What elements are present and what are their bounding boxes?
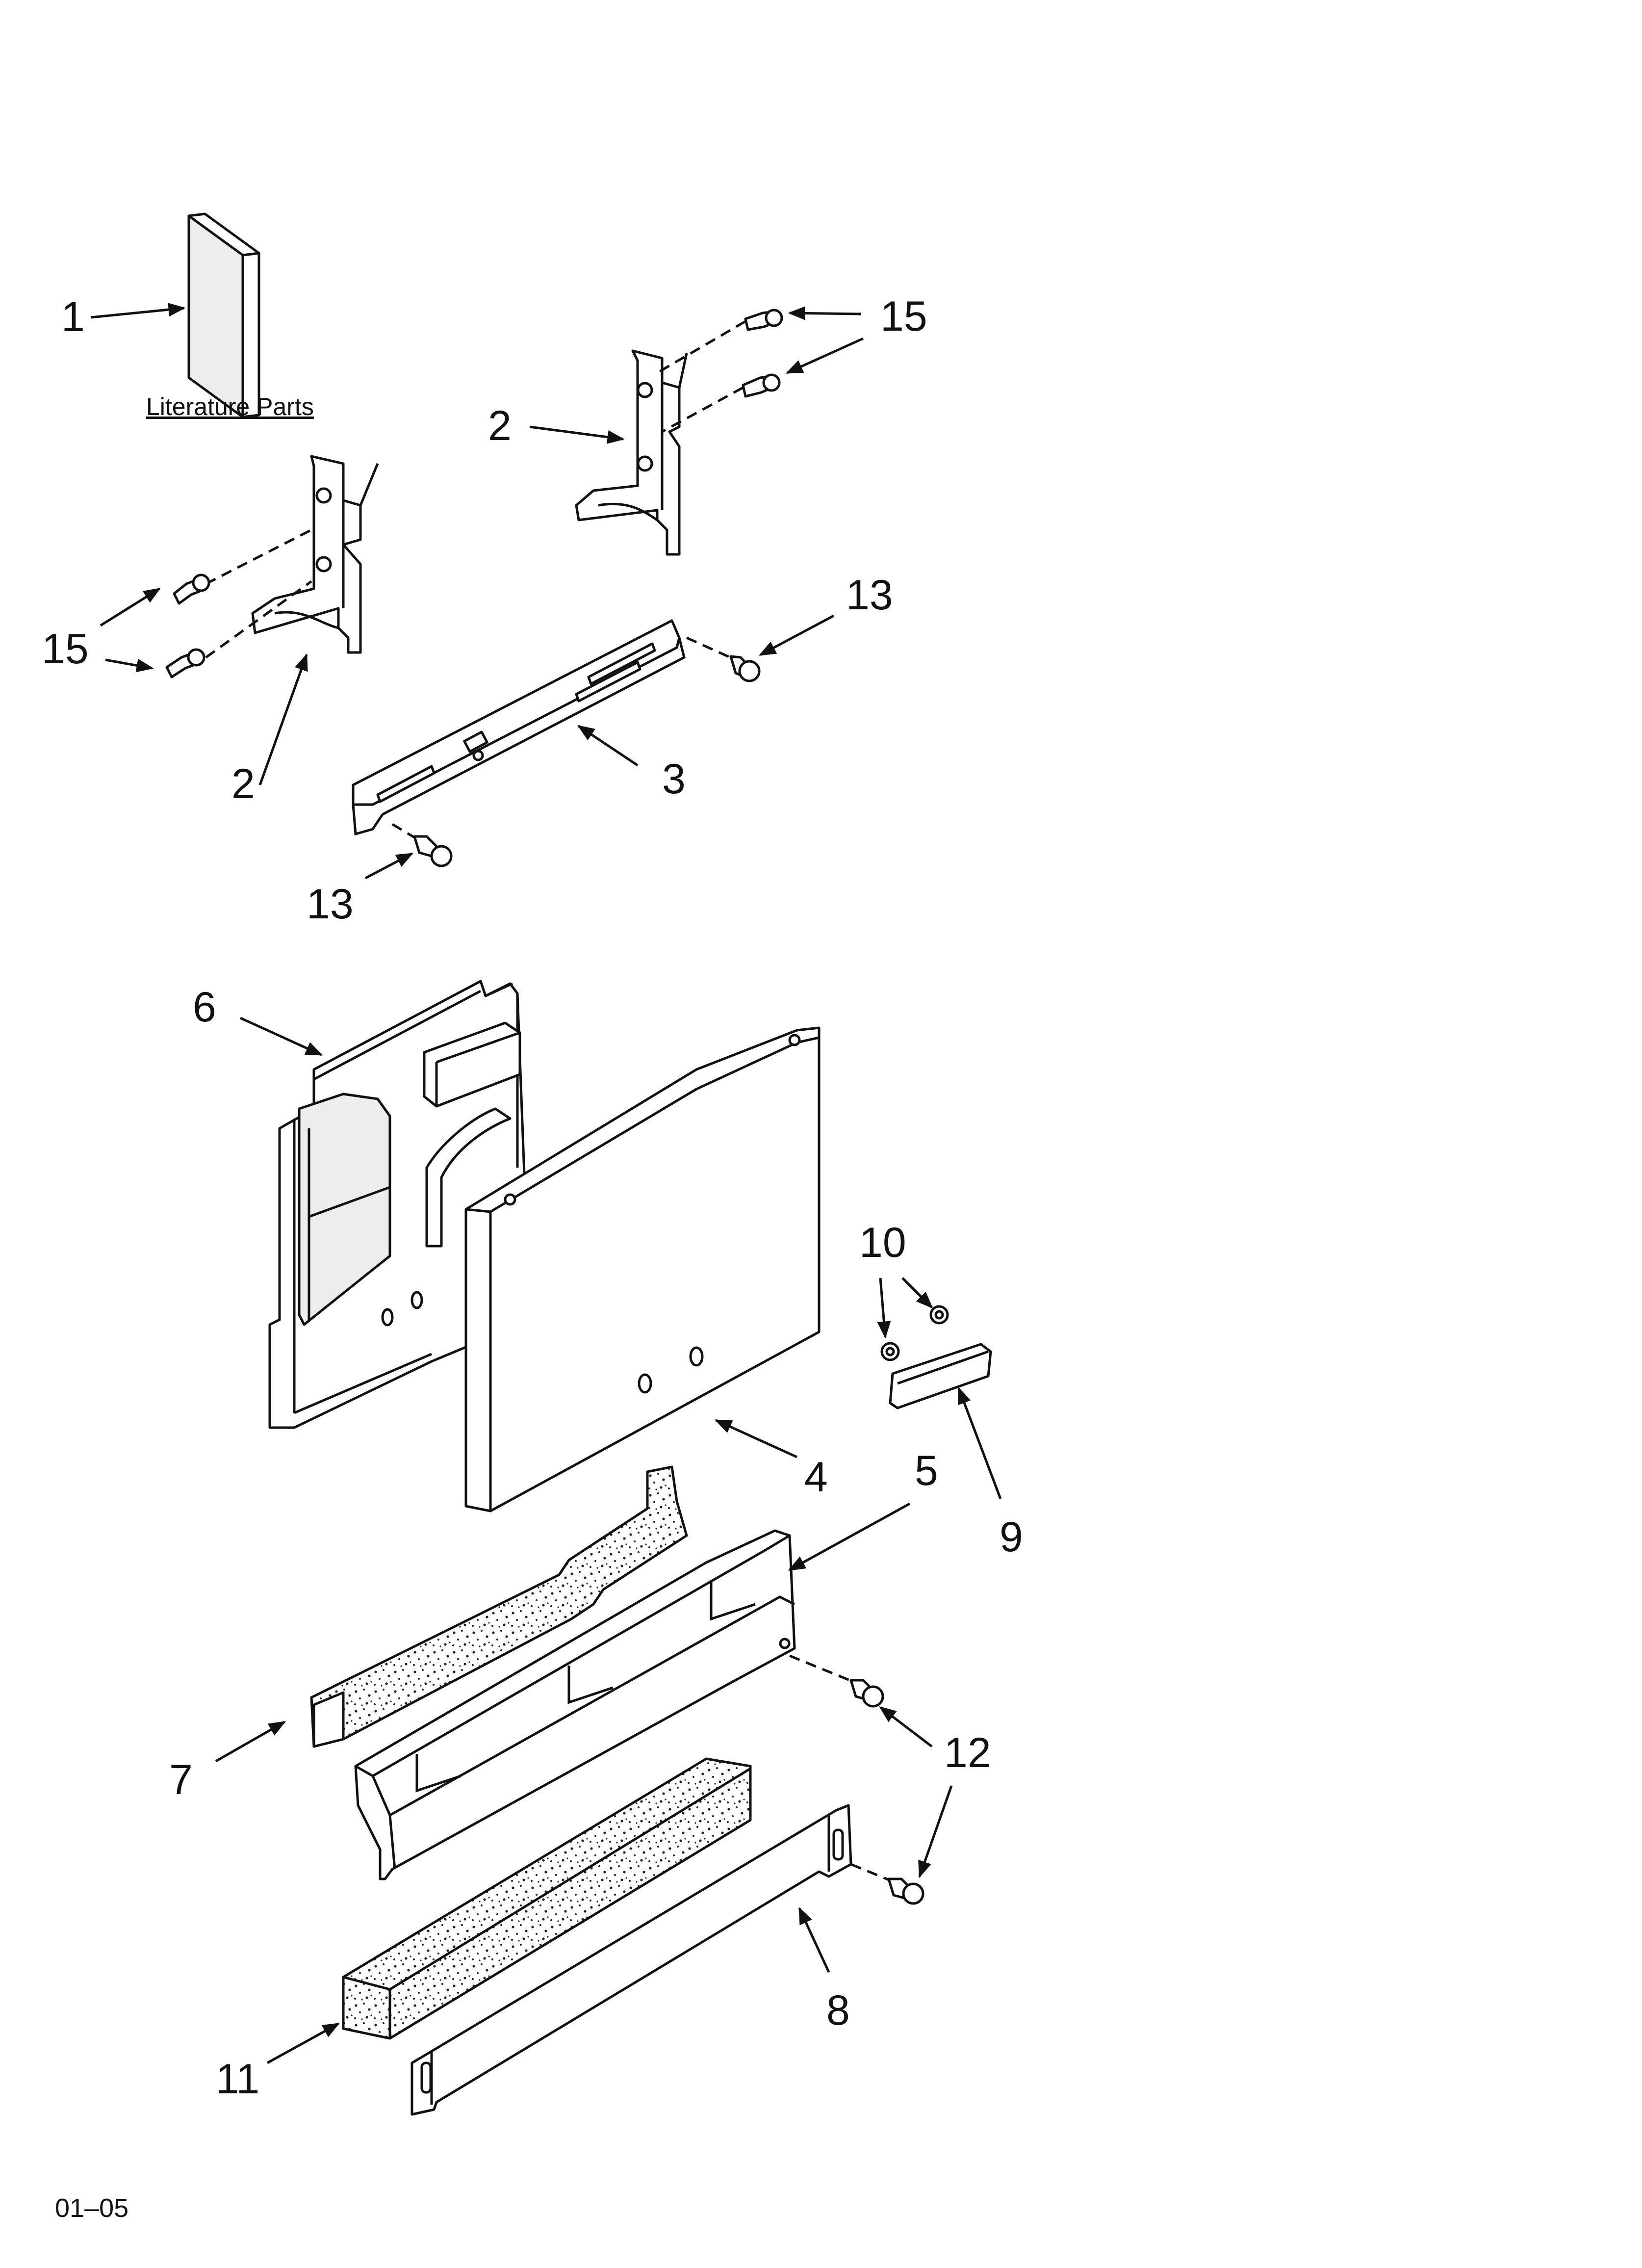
callout-4: 4 xyxy=(804,1454,828,1501)
callout-1: 1 xyxy=(61,293,85,340)
nut-10-right xyxy=(929,1305,949,1325)
callout-3: 3 xyxy=(662,756,686,803)
callout-8: 8 xyxy=(826,1987,850,2034)
callout-2-right: 2 xyxy=(488,402,512,449)
literature-parts-label: Literature Parts xyxy=(146,393,314,420)
mounting-rail xyxy=(352,619,686,836)
screw-15-right-upper xyxy=(656,309,783,374)
callout-12: 12 xyxy=(944,1729,991,1776)
callout-5: 5 xyxy=(915,1447,938,1494)
handle-trim xyxy=(889,1343,992,1409)
callout-10: 10 xyxy=(859,1219,906,1266)
screw-12-lower xyxy=(850,1863,924,1905)
right-hinge-bracket xyxy=(575,349,688,556)
outer-door-panel xyxy=(464,1026,821,1512)
diagram-code: 01–05 xyxy=(55,2193,129,2223)
callout-15-left: 15 xyxy=(42,626,89,673)
screw-13-bottom xyxy=(391,823,453,867)
callout-7: 7 xyxy=(169,1756,193,1803)
screw-13-right xyxy=(686,636,761,682)
screw-15-left-lower xyxy=(165,580,312,678)
lower-trim-panel xyxy=(354,1529,796,1880)
leader-arrows xyxy=(90,303,1002,2064)
callout-15-right: 15 xyxy=(880,293,927,340)
lower-foam-block xyxy=(342,1757,752,2040)
screw-15-right-lower xyxy=(661,373,781,433)
toe-plate xyxy=(410,1804,852,2116)
callout-9: 9 xyxy=(1000,1513,1023,1561)
screw-15-left-upper xyxy=(173,528,312,605)
nut-10-left xyxy=(880,1342,900,1361)
callout-6: 6 xyxy=(193,984,216,1031)
left-hinge-bracket xyxy=(251,455,379,654)
inner-door-panel xyxy=(268,980,526,1429)
callout-13-bottom: 13 xyxy=(307,881,354,928)
callout-13-right: 13 xyxy=(846,572,893,619)
screw-12-upper xyxy=(789,1654,884,1708)
literature-booklet xyxy=(187,212,260,418)
callout-11: 11 xyxy=(216,2056,260,2103)
upper-foam-insulation xyxy=(310,1465,688,1748)
callout-2-left: 2 xyxy=(231,760,255,808)
